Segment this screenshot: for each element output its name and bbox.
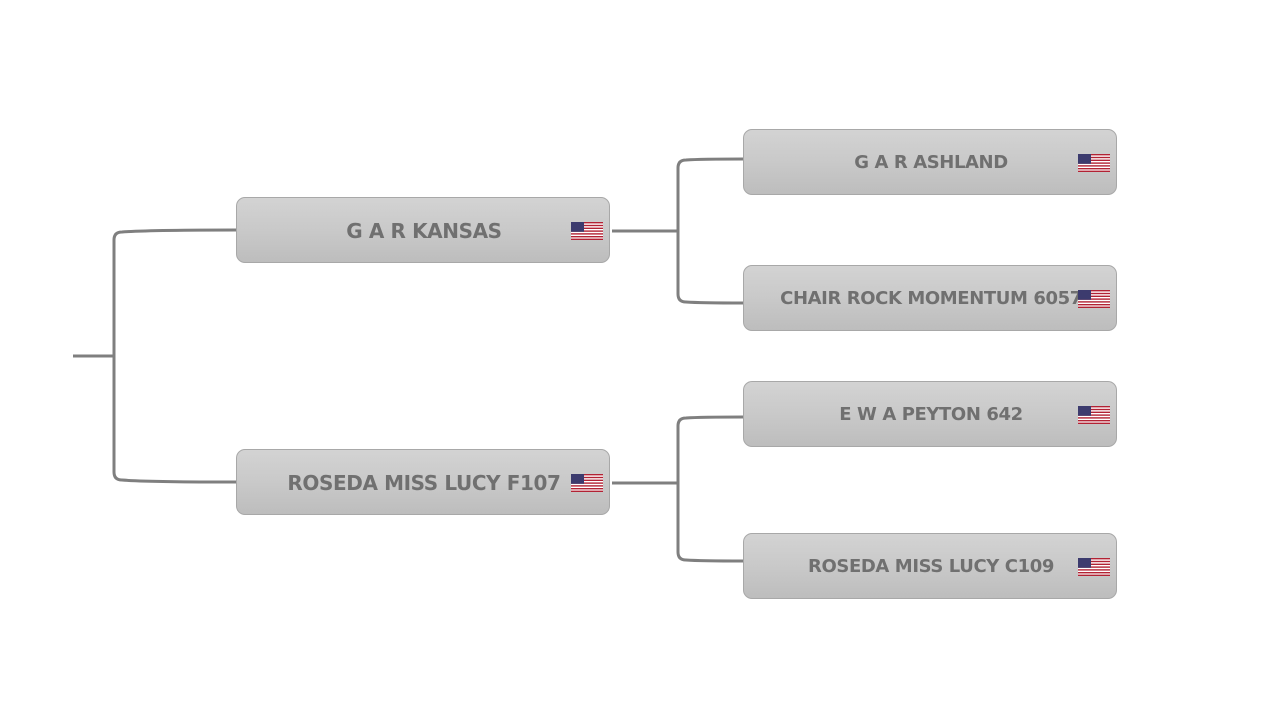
us-flag-icon <box>1078 558 1110 576</box>
sire-node[interactable]: G A R KANSAS <box>236 197 610 263</box>
connector-sire-to-sire <box>676 157 745 231</box>
us-flag-icon <box>571 474 603 492</box>
connector-dam-to-dam <box>676 483 745 563</box>
connector-root-to-dam <box>112 356 238 484</box>
us-flag-icon <box>571 222 603 240</box>
sire-dam-name: CHAIR ROCK MOMENTUM 6057 <box>780 288 1082 309</box>
sire-name: G A R KANSAS <box>346 219 502 243</box>
connector-sire-to-dam <box>676 231 745 305</box>
dam-node[interactable]: ROSEDA MISS LUCY F107 <box>236 449 610 515</box>
sire-dam-node[interactable]: CHAIR ROCK MOMENTUM 6057 <box>743 265 1117 331</box>
connector-dam-to-sire <box>676 415 745 483</box>
us-flag-icon <box>1078 290 1110 308</box>
us-flag-icon <box>1078 406 1110 424</box>
dam-dam-name: ROSEDA MISS LUCY C109 <box>808 556 1054 577</box>
us-flag-icon <box>1078 154 1110 172</box>
dam-sire-node[interactable]: E W A PEYTON 642 <box>743 381 1117 447</box>
sire-sire-node[interactable]: G A R ASHLAND <box>743 129 1117 195</box>
dam-name: ROSEDA MISS LUCY F107 <box>287 471 561 495</box>
connector-root-to-sire <box>112 228 238 356</box>
dam-dam-node[interactable]: ROSEDA MISS LUCY C109 <box>743 533 1117 599</box>
sire-sire-name: G A R ASHLAND <box>854 152 1008 173</box>
dam-sire-name: E W A PEYTON 642 <box>839 404 1023 425</box>
